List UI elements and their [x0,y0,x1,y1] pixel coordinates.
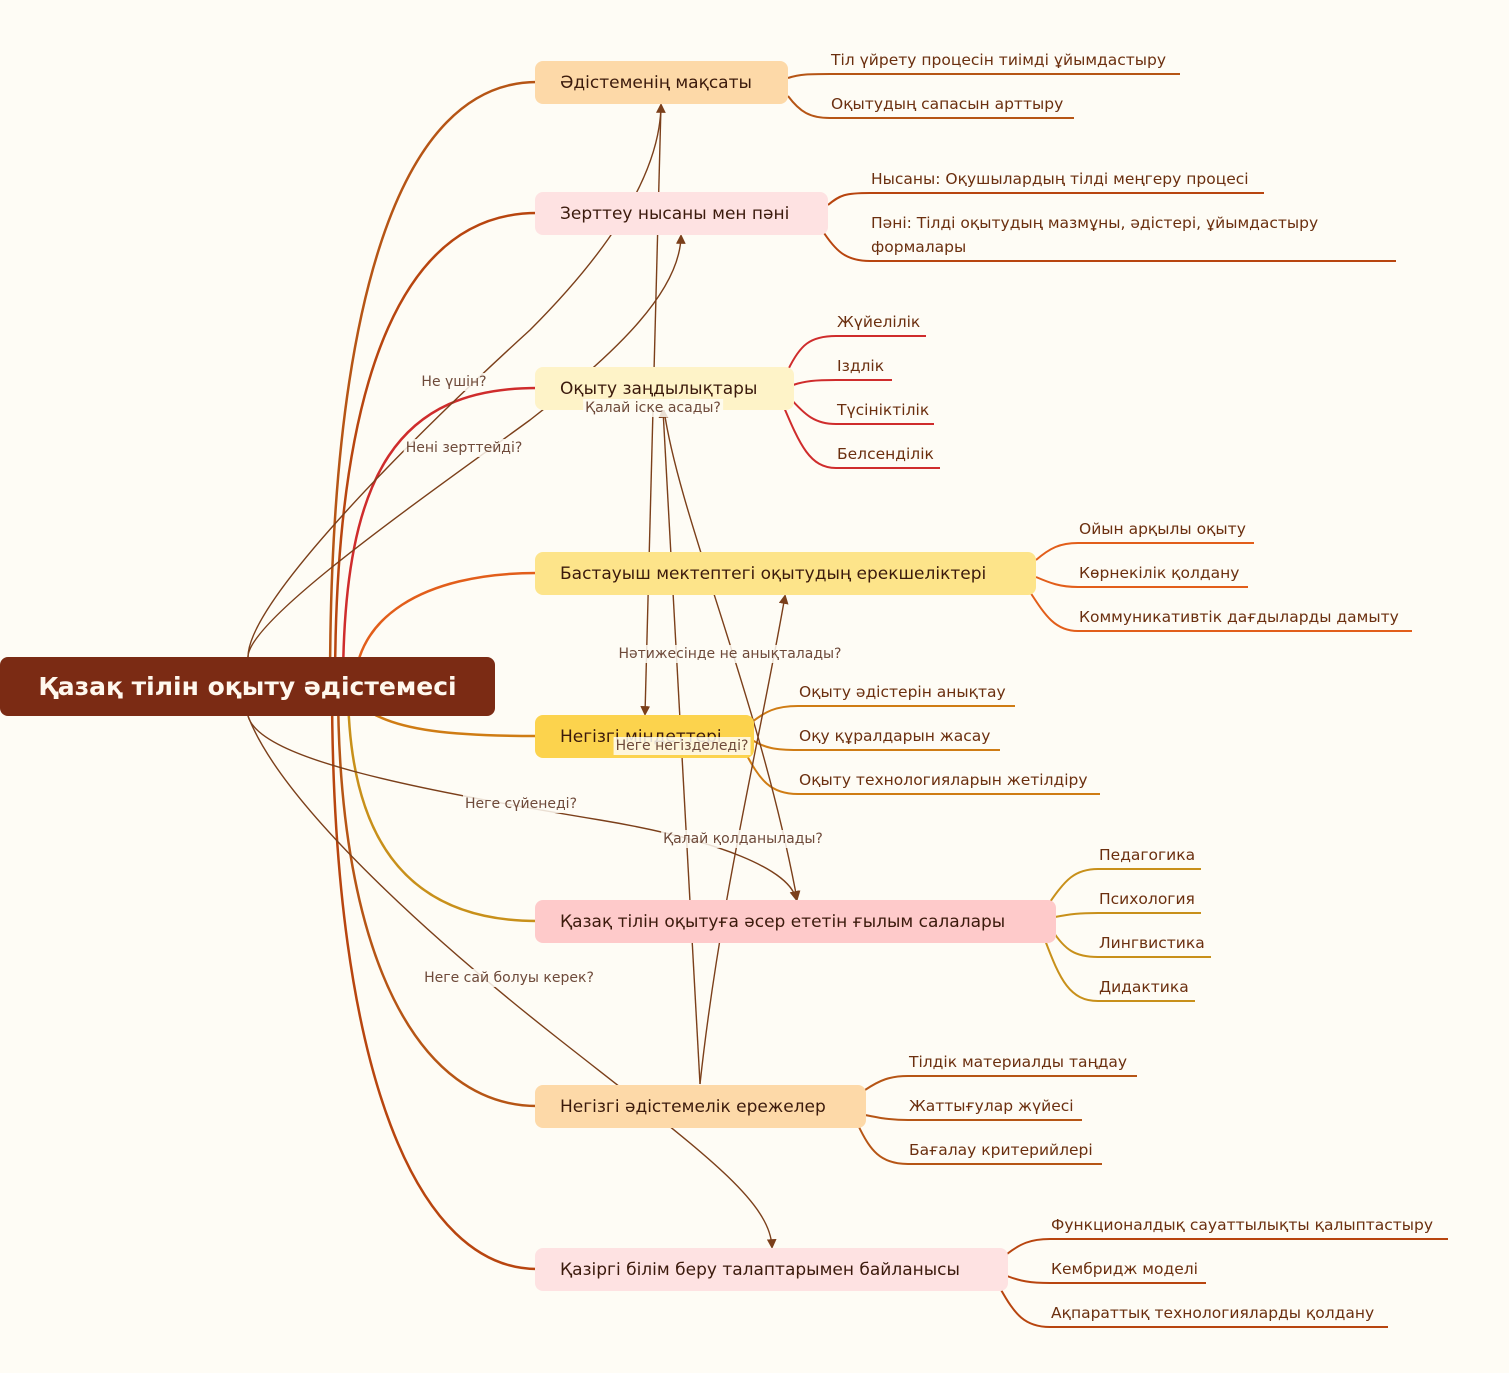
leaf-node[interactable]: Коммуникативтік дағдыларды дамыту [1079,608,1399,626]
leaf-node[interactable]: Тіл үйрету процесін тиімді ұйымдастыру [831,51,1167,69]
branch-node-goal[interactable]: Әдістеменің мақсаты [535,61,788,104]
leaf-node[interactable]: Көрнекілік қолдану [1079,564,1240,582]
relation-label: Неге сүйенеді? [462,795,580,813]
leaf-node[interactable]: Педагогика [1099,846,1196,864]
leaf-node[interactable]: Функционалдық сауаттылықты қалыптастыру [1051,1216,1434,1234]
leaf-node[interactable]: Оқыту әдістерін анықтау [799,683,1006,701]
leaf-node[interactable]: Тілдік материалды таңдау [909,1053,1128,1071]
leaf-node[interactable]: Белсенділік [837,445,934,463]
relation-label: Қалай қолданылады? [661,830,825,848]
leaf-node[interactable]: формалары [871,238,967,256]
relation-label: Нәтижесінде не анықталады? [616,645,844,663]
leaf-node[interactable]: Оқыту технологияларын жетілдіру [799,771,1088,789]
branch-node-sciences[interactable]: Қазақ тілін оқытуға әсер ететін ғылым са… [535,900,1056,943]
leaf-node[interactable]: Кембридж моделі [1051,1260,1198,1278]
leaf-node[interactable]: Лингвистика [1099,934,1205,952]
relation-label: Қалай іске асады? [583,399,723,417]
leaf-node[interactable]: Түсініктілік [837,401,930,419]
relation-label: Неге сай болуы керек? [422,969,596,987]
leaf-node[interactable]: Нысаны: Оқушылардың тілді меңгеру процес… [871,170,1249,188]
branch-node-rules[interactable]: Негізгі әдістемелік ережелер [535,1085,866,1128]
branch-node-research[interactable]: Зерттеу нысаны мен пәні [535,192,828,235]
relation-label: Неге негізделеді? [613,737,751,755]
leaf-node[interactable]: Пәні: Тілді оқытудың мазмұны, әдістері, … [871,214,1319,232]
leaf-node[interactable]: Оқу құралдарын жасау [799,727,991,745]
root-node[interactable]: Қазақ тілін оқыту әдістемесі [0,657,495,716]
branch-node-laws[interactable]: Оқыту заңдылықтары [535,367,794,410]
branch-node-primary-school[interactable]: Бастауыш мектептегі оқытудың ерекшелікте… [535,552,1036,595]
leaf-node[interactable]: Жүйелілік [837,313,921,331]
branch-node-modern-requirements[interactable]: Қазіргі білім беру талаптарымен байланыс… [535,1248,1008,1291]
leaf-node[interactable]: Бағалау критерийлері [909,1141,1093,1159]
relation-label: Нені зерттейді? [403,439,525,457]
leaf-node[interactable]: Оқытудың сапасын арттыру [831,95,1064,113]
leaf-node[interactable]: Дидактика [1099,978,1189,996]
relation-label: Не үшін? [419,373,489,391]
leaf-node[interactable]: Психология [1099,890,1195,908]
leaf-node[interactable]: Ақпараттық технологияларды қолдану [1051,1304,1375,1322]
leaf-node[interactable]: Жаттығулар жүйесі [909,1097,1074,1115]
leaf-node[interactable]: Ойын арқылы оқыту [1079,520,1246,538]
leaf-node[interactable]: Іздлік [837,357,885,375]
